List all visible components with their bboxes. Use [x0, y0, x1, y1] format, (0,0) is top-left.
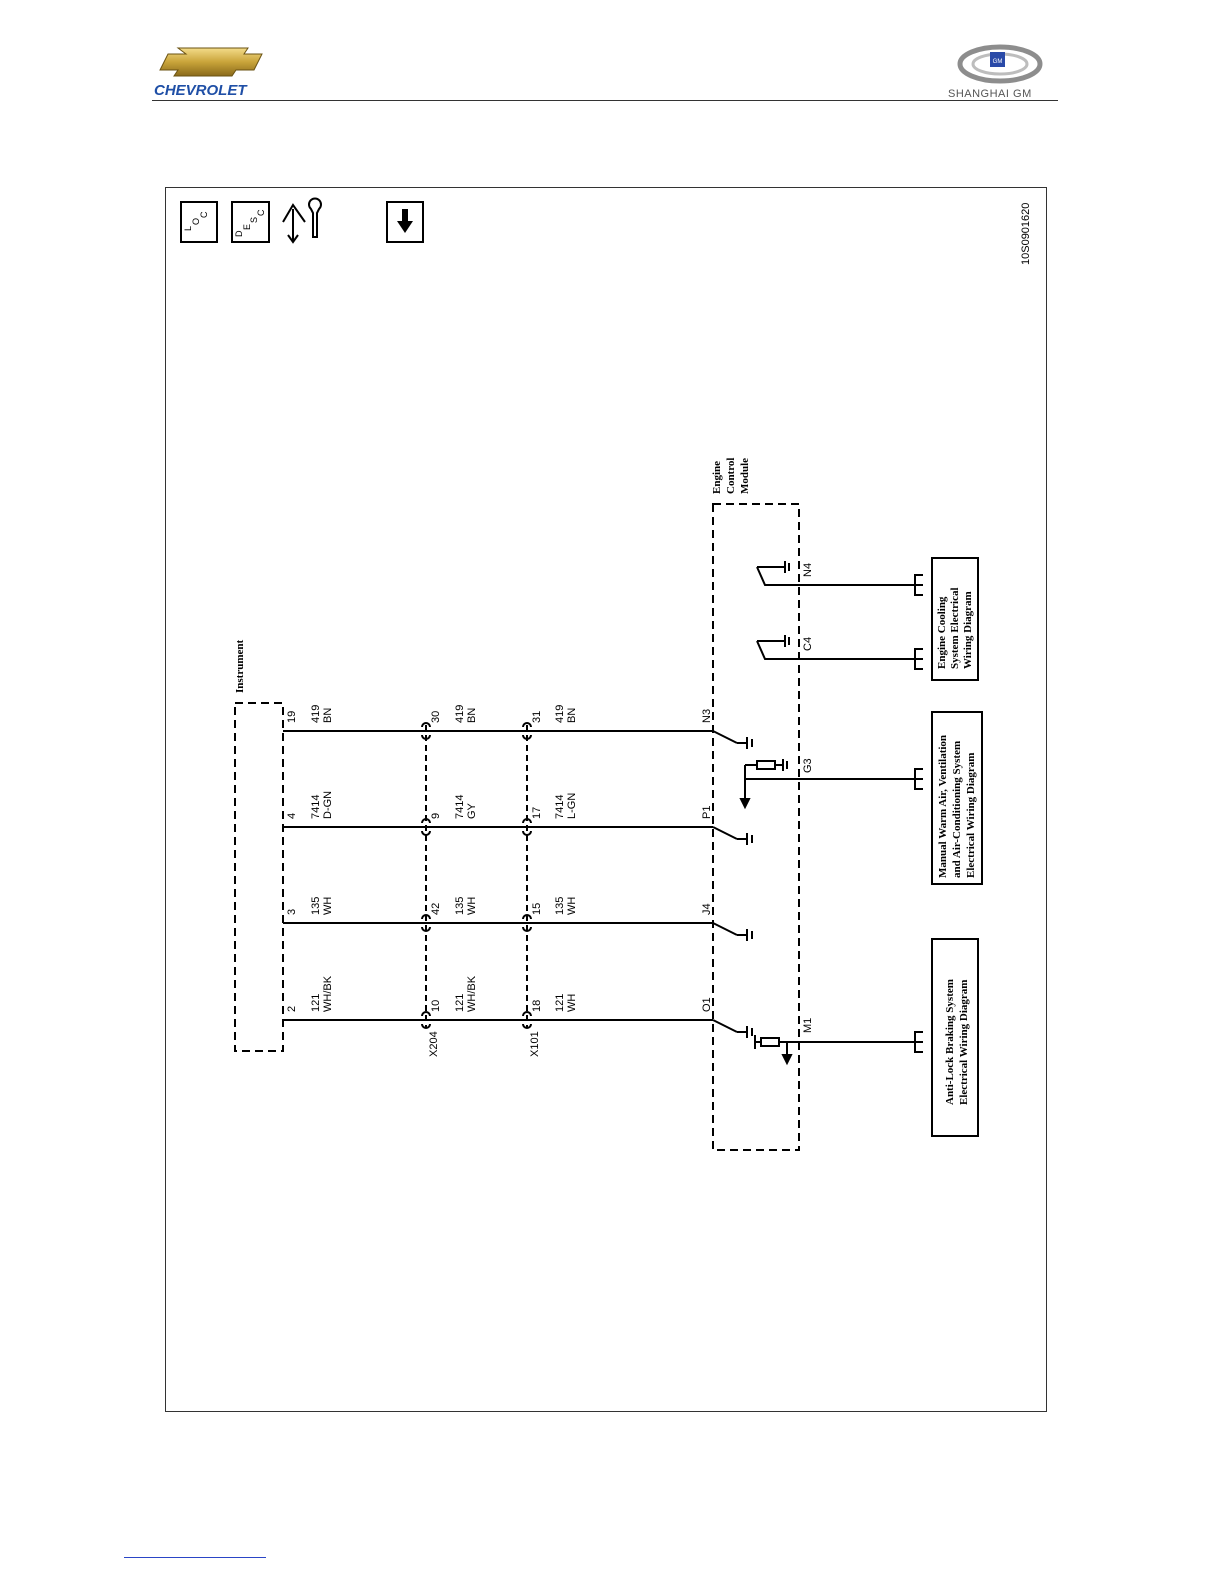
- svg-text:Wiring Diagram: Wiring Diagram: [962, 591, 974, 669]
- svg-text:Module: Module: [739, 458, 751, 494]
- reference-box-cooling[interactable]: Engine Cooling System Electrical Wiring …: [931, 557, 979, 681]
- svg-text:J4: J4: [701, 903, 713, 915]
- svg-text:N4: N4: [802, 563, 814, 577]
- svg-text:D-GN: D-GN: [322, 791, 334, 819]
- svg-text:9: 9: [430, 813, 442, 819]
- instrument-module-box: [234, 702, 284, 1052]
- circuit-row: 3 135 WH 42 135 WH 15 135 WH J4: [283, 897, 753, 941]
- svg-text:Anti-Lock Braking System: Anti-Lock Braking System: [944, 979, 956, 1105]
- svg-text:15: 15: [531, 903, 543, 915]
- svg-text:Engine: Engine: [711, 461, 723, 494]
- desc-icon[interactable]: [231, 201, 270, 243]
- svg-text:BN: BN: [566, 708, 578, 723]
- svg-text:N3: N3: [701, 709, 713, 723]
- reference-box-hvac[interactable]: Manual Warm Air, Ventilation and Air-Con…: [931, 711, 983, 885]
- svg-text:18: 18: [531, 1000, 543, 1012]
- svg-text:135: 135: [554, 897, 566, 915]
- svg-text:WH: WH: [566, 994, 578, 1012]
- svg-text:121: 121: [554, 994, 566, 1012]
- svg-text:135: 135: [310, 897, 322, 915]
- svg-text:WH: WH: [466, 897, 478, 915]
- svg-text:Manual Warm Air, Ventilation: Manual Warm Air, Ventilation: [937, 735, 949, 878]
- svg-text:C: C: [256, 209, 266, 216]
- svg-text:121: 121: [454, 994, 466, 1012]
- wiring-diagram: L O C D E S C 10S0901620 Instrument Engi…: [180, 197, 1032, 1151]
- svg-text:E: E: [242, 224, 252, 230]
- ecm-module-label: Engine Control Module: [711, 458, 751, 494]
- reference-box-abs[interactable]: Anti-Lock Braking System Electrical Wiri…: [931, 938, 979, 1137]
- svg-text:L-GN: L-GN: [566, 793, 578, 819]
- svg-text:7414: 7414: [554, 795, 566, 819]
- shanghai-gm-logo: GM: [957, 44, 1043, 84]
- header-divider: [152, 100, 1058, 101]
- svg-text:WH: WH: [322, 897, 334, 915]
- svg-text:C: C: [199, 211, 209, 218]
- svg-text:2: 2: [286, 1006, 298, 1012]
- svg-text:M1: M1: [802, 1018, 814, 1033]
- svg-text:30: 30: [430, 711, 442, 723]
- svg-text:and Air-Conditioning System: and Air-Conditioning System: [951, 741, 963, 878]
- ecm-module-box: [712, 503, 800, 1151]
- reference-connector-brackets: [914, 574, 923, 1053]
- instrument-module-label: Instrument: [234, 639, 246, 693]
- svg-text:O: O: [191, 218, 201, 225]
- svg-text:10: 10: [430, 1000, 442, 1012]
- ecm-output-n4: N4: [756, 561, 923, 586]
- circuit-row: 19 419 BN 30 419 BN 31 419 BN N3: [283, 705, 753, 749]
- svg-text:Electrical Wiring Diagram: Electrical Wiring Diagram: [965, 753, 977, 878]
- gm-badge-text: GM: [993, 59, 1003, 65]
- svg-text:7414: 7414: [310, 795, 322, 819]
- svg-text:42: 42: [430, 903, 442, 915]
- diagnostic-icon[interactable]: [282, 197, 322, 244]
- svg-text:D: D: [234, 230, 244, 237]
- svg-text:Engine Cooling: Engine Cooling: [936, 596, 948, 669]
- svg-text:121: 121: [310, 994, 322, 1012]
- svg-text:BN: BN: [466, 708, 478, 723]
- svg-text:31: 31: [531, 711, 543, 723]
- svg-text:7414: 7414: [454, 795, 466, 819]
- svg-text:3: 3: [286, 909, 298, 915]
- loc-icon-text: L O C D E S C: [183, 209, 266, 237]
- svg-text:P1: P1: [701, 806, 713, 819]
- ecm-output-g3: G3: [739, 758, 923, 810]
- svg-text:Electrical Wiring Diagram: Electrical Wiring Diagram: [958, 980, 970, 1105]
- svg-text:419: 419: [310, 705, 322, 723]
- svg-text:19: 19: [286, 711, 298, 723]
- svg-text:BN: BN: [322, 708, 334, 723]
- svg-text:O1: O1: [701, 997, 713, 1012]
- svg-text:S: S: [249, 217, 259, 223]
- circuit-row: 4 7414 D-GN 9 7414 GY 17 7414 L-GN P1: [283, 791, 753, 845]
- svg-text:L: L: [183, 226, 193, 231]
- chevrolet-bowtie-logo: [159, 47, 263, 77]
- page-header: CHEVROLET GM SHANGHAI GM: [0, 0, 1224, 110]
- circuit-row: 2 121 WH/BK 10 121 WH/BK 18 121 WH O1: [283, 975, 753, 1038]
- svg-text:Control: Control: [725, 458, 737, 494]
- svg-text:WH/BK: WH/BK: [322, 975, 334, 1012]
- svg-text:4: 4: [286, 813, 298, 819]
- svg-text:135: 135: [454, 897, 466, 915]
- ecm-output-c4: C4: [756, 635, 923, 660]
- footer-divider: [124, 1557, 266, 1558]
- chevrolet-wordmark: CHEVROLET: [154, 82, 247, 99]
- svg-text:WH/BK: WH/BK: [466, 975, 478, 1012]
- shanghai-gm-wordmark: SHANGHAI GM: [948, 88, 1032, 100]
- svg-text:GY: GY: [466, 802, 478, 819]
- x204-label: X204: [428, 1031, 440, 1057]
- svg-text:419: 419: [454, 705, 466, 723]
- svg-text:17: 17: [531, 807, 543, 819]
- svg-text:System Electrical: System Electrical: [949, 587, 961, 669]
- svg-text:419: 419: [554, 705, 566, 723]
- x101-label: X101: [529, 1031, 541, 1057]
- ecm-output-m1: M1: [754, 1018, 923, 1066]
- svg-text:WH: WH: [566, 897, 578, 915]
- loc-icon[interactable]: [180, 201, 218, 243]
- down-arrow-icon[interactable]: [386, 201, 424, 243]
- svg-text:C4: C4: [802, 637, 814, 651]
- figure-id: 10S0901620: [1020, 203, 1032, 265]
- diagram-frame: [165, 187, 1047, 1412]
- svg-text:G3: G3: [802, 758, 814, 773]
- down-arrow-glyph: [397, 209, 413, 233]
